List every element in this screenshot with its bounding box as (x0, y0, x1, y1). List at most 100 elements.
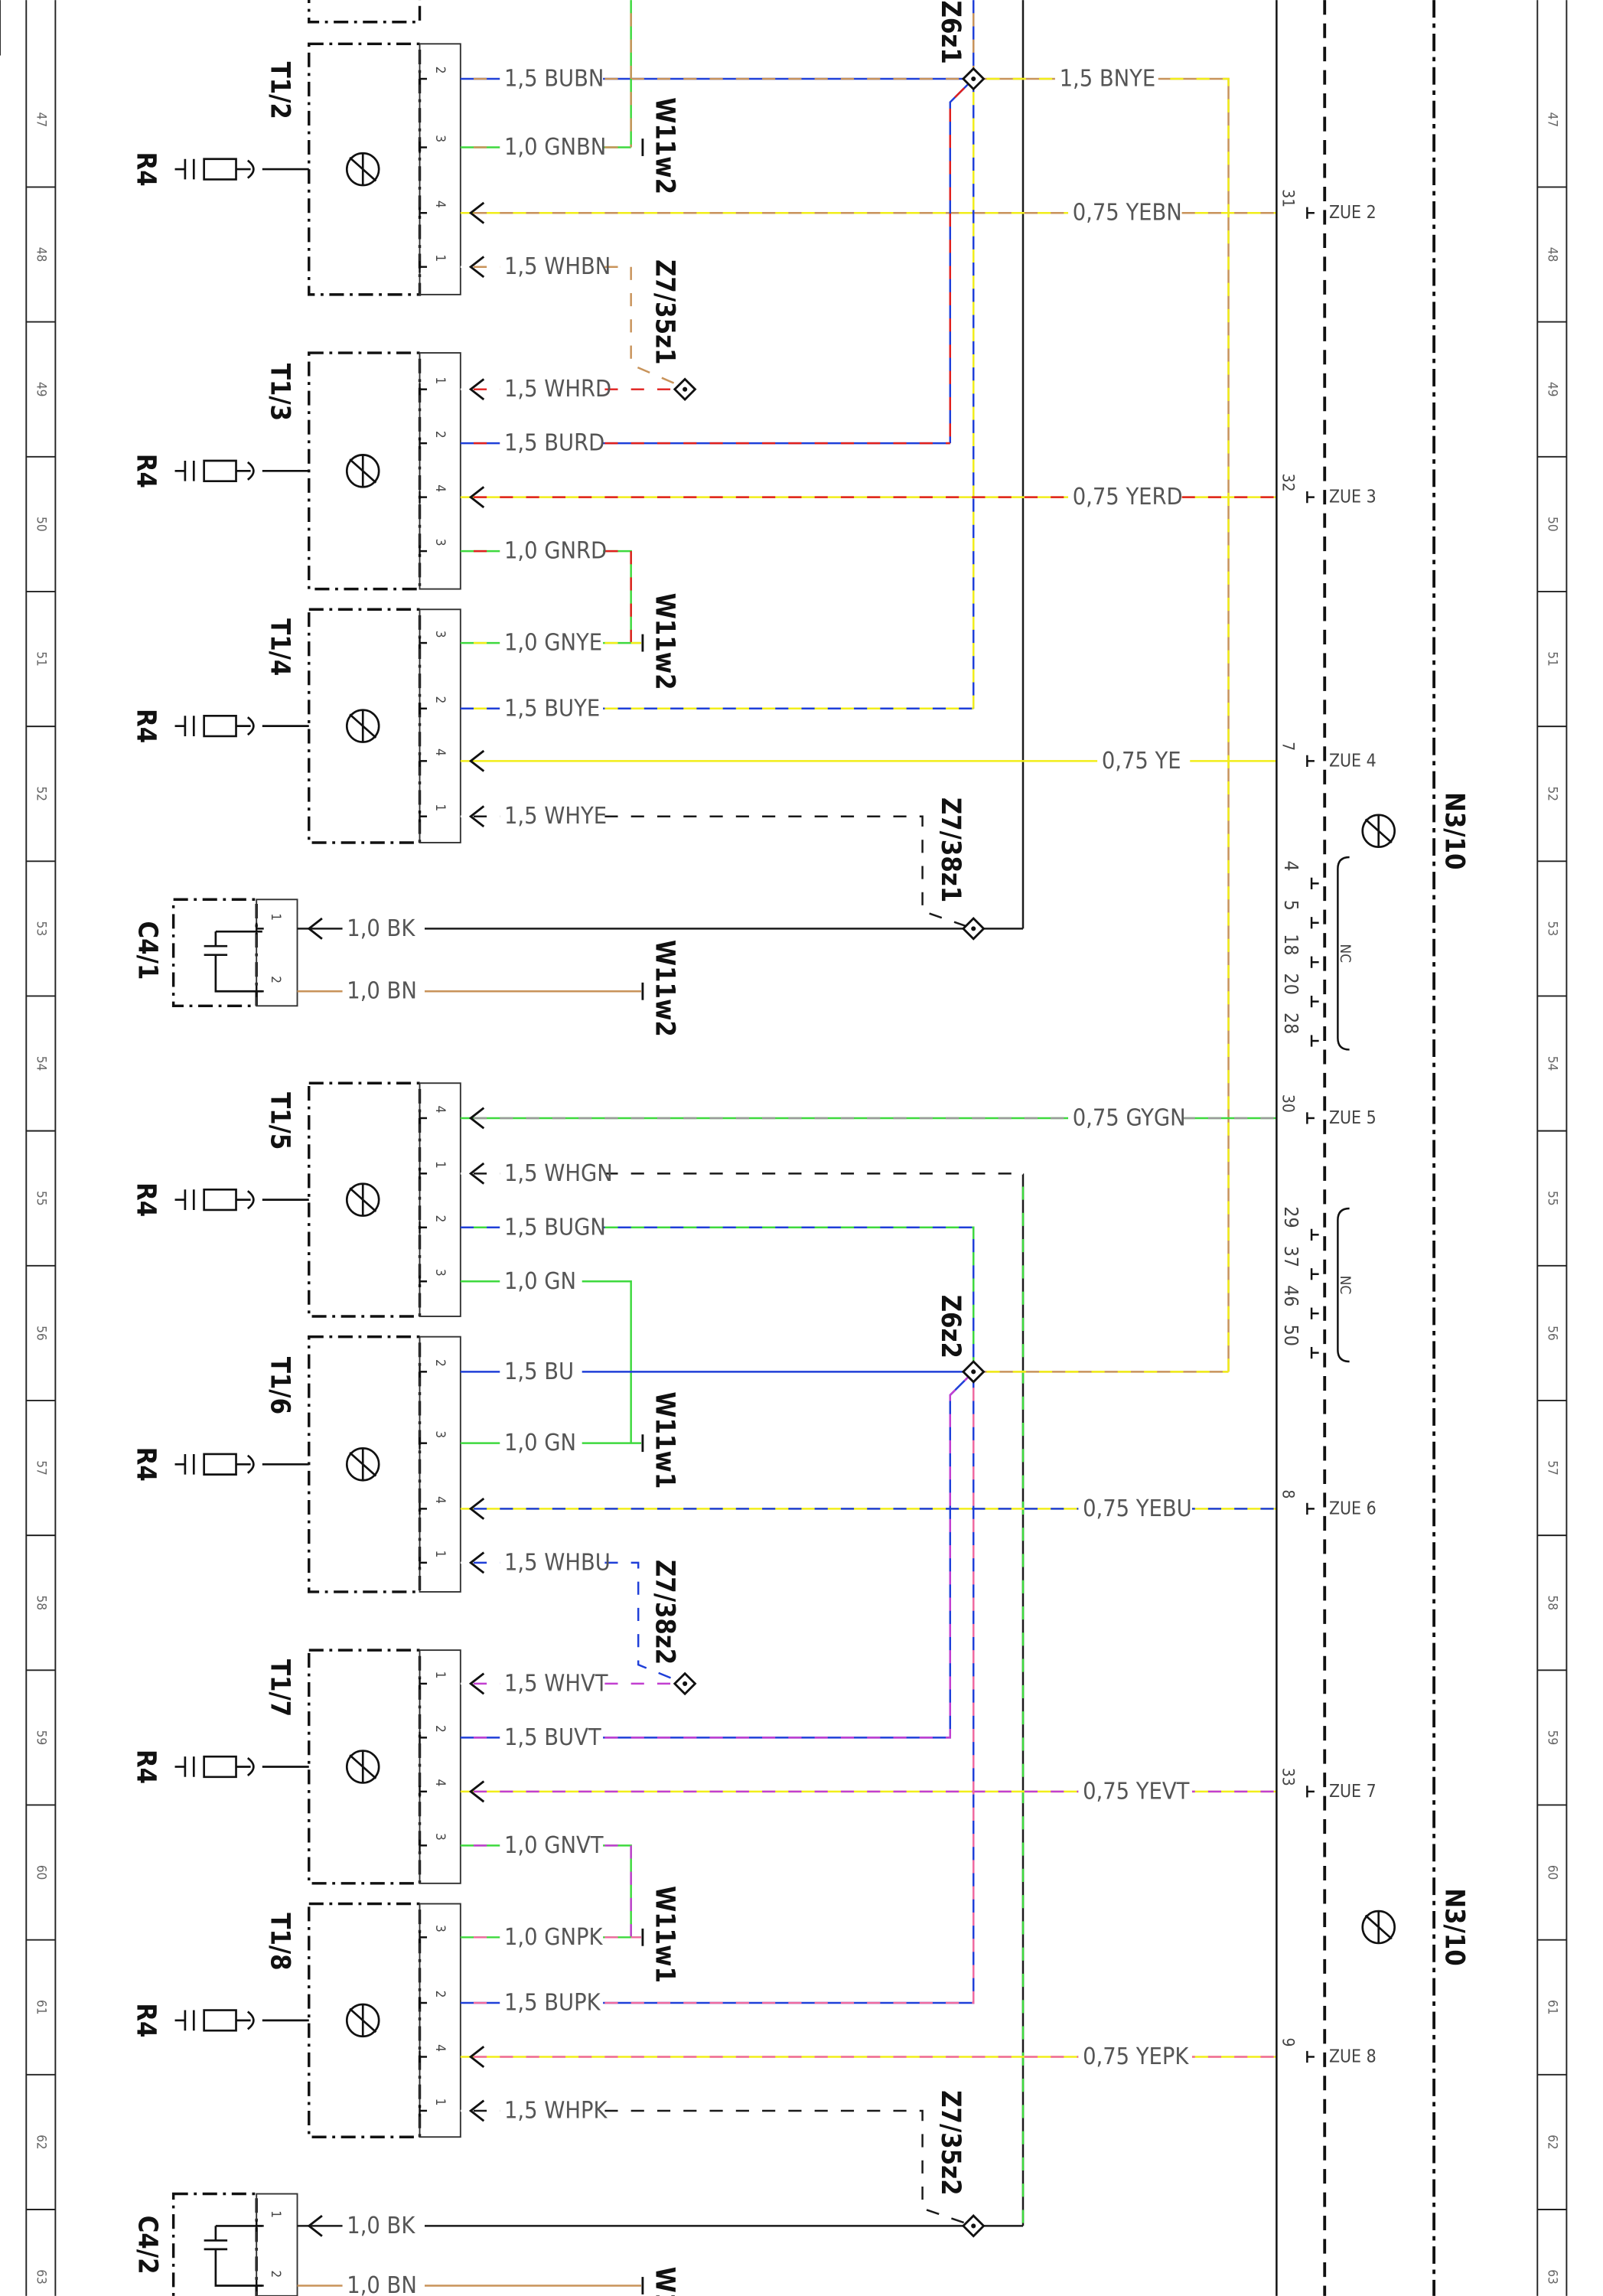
wire-label: 1,5 BNYE (1060, 66, 1156, 93)
wire (460, 815, 974, 930)
capacitor-symbol-icon (204, 930, 262, 993)
splice-label-w11w1: W11w1 (649, 1391, 679, 1489)
r4-antenna-icon (184, 1755, 255, 1779)
nc-pin-number: 37 (1280, 1246, 1302, 1267)
wire (460, 2109, 974, 2227)
wire-label: 1,5 WHYE (504, 803, 607, 830)
arrow-icon (307, 917, 323, 940)
wire-label: 1,5 BURD (504, 430, 604, 457)
wire-label: 1,5 BU (504, 1358, 574, 1385)
label-bg (500, 1268, 582, 1295)
arrow-icon (468, 2099, 485, 2122)
label-bg (500, 1724, 604, 1751)
n3-10-label: N3/10 (1439, 792, 1470, 869)
pin-number: 4 (432, 1779, 448, 1787)
zue-pin-number: 30 (1279, 1094, 1298, 1113)
wire-label: 0,75 YEVT (1083, 1778, 1190, 1805)
arrow-icon (307, 2214, 323, 2237)
zue-pin-number: 31 (1279, 189, 1298, 207)
pin-number: 3 (432, 631, 448, 638)
pin-number: 1 (432, 254, 448, 262)
row-number: 60 (33, 1865, 48, 1880)
wire-label: 0,75 YERD (1073, 484, 1183, 510)
splice-label-z7-35z1: Z7/35z1 (649, 259, 679, 364)
label-bg (1078, 1778, 1192, 1805)
label-bg (500, 2097, 604, 2125)
component-label-t1_3: T1/3 (265, 364, 295, 421)
row-number: 62 (33, 2135, 48, 2150)
splice-dot (971, 76, 976, 82)
pin-number: 2 (432, 1725, 448, 1733)
r4-label: R4 (130, 152, 161, 186)
r4-antenna-icon (184, 158, 255, 181)
label-bg (1054, 65, 1158, 93)
label-bg (500, 376, 604, 403)
row-number: 56 (33, 1326, 48, 1341)
zue-pin-number: 7 (1279, 742, 1298, 751)
wire-label: 1,5 BUVT (504, 1724, 601, 1751)
row-number: 57 (1544, 1460, 1559, 1476)
pin-number: 4 (432, 484, 448, 492)
wires (297, 0, 1277, 2287)
zue-label: ZUE 6 (1329, 1499, 1377, 1518)
splice-label-w11: W1 (649, 2267, 679, 2296)
label-bg (342, 2272, 425, 2296)
connector-strip (419, 1649, 461, 1884)
arrow-icon (468, 486, 485, 509)
label-bg (342, 2213, 425, 2239)
pin-number: 3 (432, 1430, 448, 1438)
row-number: 50 (33, 517, 48, 532)
row-number: 61 (33, 2000, 48, 2015)
nc-label: NC (1337, 944, 1354, 963)
r4-label: R4 (130, 454, 161, 488)
wire (460, 1561, 686, 1685)
wire (460, 550, 632, 644)
wire (460, 2109, 974, 2227)
pin-number: 1 (432, 2099, 448, 2106)
component-label-t1_4: T1/4 (265, 618, 295, 676)
arrow-icon (468, 256, 485, 279)
pin-number: 2 (432, 1359, 448, 1367)
nc-pin-number: 4 (1280, 860, 1302, 871)
row-number: 59 (1544, 1730, 1559, 1746)
label-bg (500, 1832, 604, 1859)
pin-number: 1 (268, 913, 283, 921)
arrow-icon (468, 2046, 485, 2068)
wire (460, 815, 974, 930)
row-number: 58 (33, 1595, 48, 1610)
wire-label: 1,0 GN (504, 1268, 576, 1295)
component-label-t1_7: T1/7 (265, 1659, 295, 1717)
splice-label-w11w2: W11w2 (649, 593, 679, 690)
splice-label-z6z2: Z6z2 (935, 1295, 966, 1358)
zue-label: ZUE 2 (1329, 203, 1377, 223)
wire-label: 1,0 GNYE (504, 630, 602, 657)
arrow-icon (468, 1162, 485, 1185)
component-label-c4_2: C4/2 (132, 2216, 162, 2275)
component-label-t1_8: T1/8 (265, 1913, 295, 1970)
arrow-icon (468, 1780, 485, 1803)
zue-pin-number: 8 (1279, 1489, 1298, 1499)
component-label-t1_2: T1/2 (265, 62, 295, 119)
row-number: 55 (33, 1191, 48, 1206)
pin-number: 3 (432, 1269, 448, 1277)
wire-label: 1,5 BUBN (504, 66, 604, 93)
wire (460, 1226, 975, 1372)
wire (973, 77, 1230, 1372)
label-bg (500, 1549, 604, 1576)
splice-label-w11w2: W11w2 (649, 97, 679, 194)
pin-number: 4 (432, 748, 448, 756)
connector-strip (419, 352, 461, 590)
pin-number: 4 (432, 2044, 448, 2052)
row-number: 50 (1544, 517, 1559, 532)
r4-antenna-icon (184, 1188, 255, 1212)
row-number: 49 (33, 382, 48, 397)
row-number: 53 (1544, 921, 1559, 937)
frame-c4-1 (171, 898, 258, 1008)
zue-label: ZUE 7 (1329, 1782, 1377, 1802)
component-label-t1_5: T1/5 (265, 1092, 295, 1150)
wire-label: 1,0 BK (347, 2213, 415, 2239)
splice-dot (971, 2223, 976, 2229)
pin-number: 1 (432, 1551, 448, 1558)
zue-label: ZUE 5 (1329, 1108, 1377, 1128)
arrow-icon (468, 1497, 485, 1520)
